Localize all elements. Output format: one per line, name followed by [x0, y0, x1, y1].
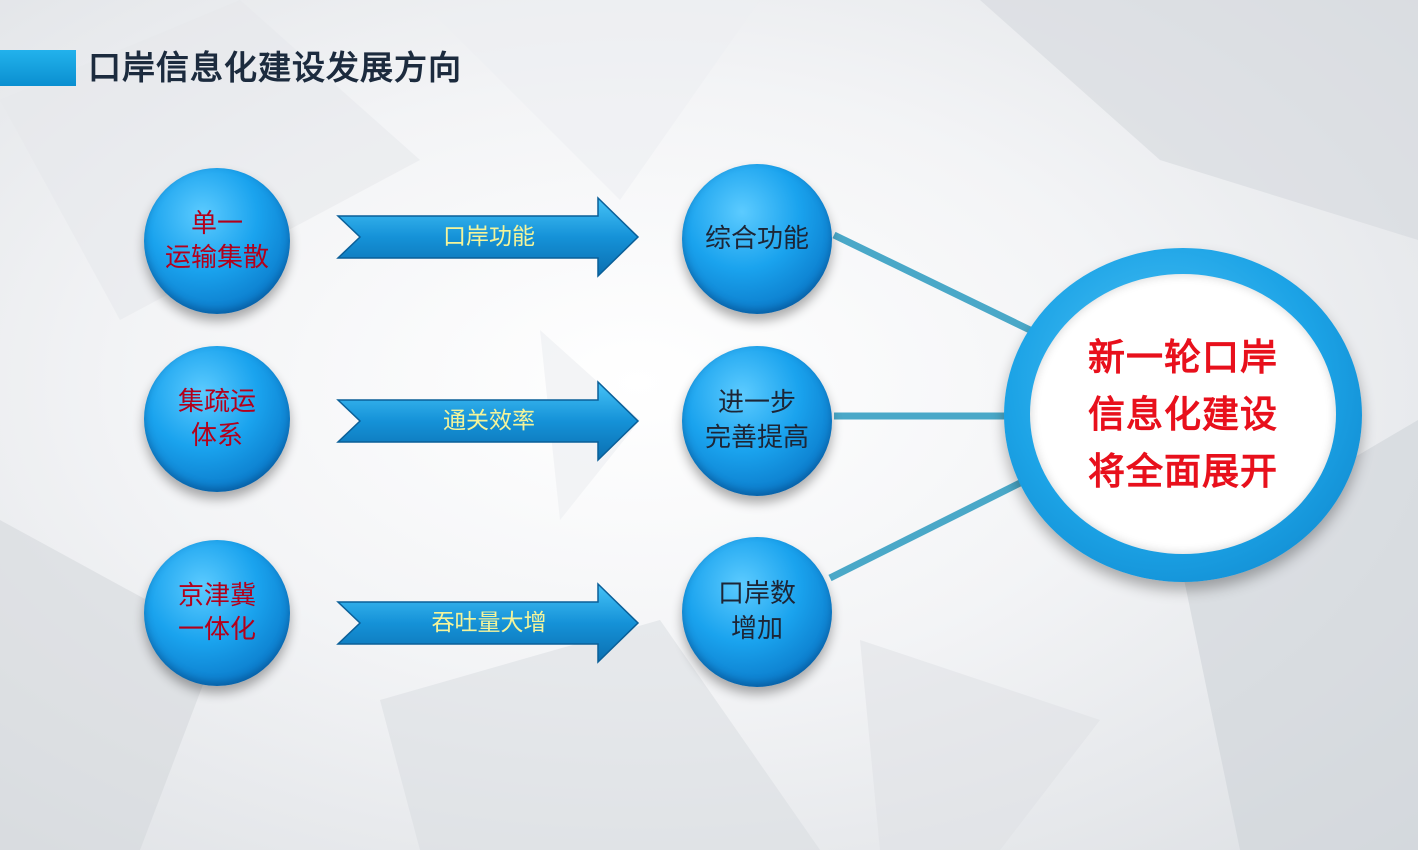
arrow-2-label: 通关效率 — [443, 408, 535, 434]
connector-line-3 — [828, 474, 1032, 582]
arrow-3-label: 吞吐量大增 — [431, 610, 547, 636]
left-circle-2-text: 集疏运 体系 — [177, 387, 256, 451]
connector-line-1 — [832, 231, 1032, 334]
left-circle-2: 集疏运 体系 — [144, 346, 290, 492]
left-circle-1: 单一 运输集散 — [144, 168, 290, 314]
left-circle-3-text: 京津冀 一体化 — [177, 581, 256, 645]
center-circle: 新一轮口岸 信息化建设 将全面展开 — [1030, 274, 1336, 554]
arrow-2 — [336, 380, 640, 462]
arrow-3 — [336, 582, 640, 664]
mid-circle-1: 综合功能 — [682, 164, 832, 314]
mid-circle-3-text: 口岸数 增加 — [717, 579, 796, 644]
mid-circle-2: 进一步 完善提高 — [682, 346, 832, 496]
title-accent-bar — [0, 50, 76, 86]
page-title: 口岸信息化建设发展方向 — [88, 48, 462, 87]
center-circle-text: 新一轮口岸 信息化建设 将全面展开 — [1088, 335, 1278, 493]
mid-circle-1-text: 综合功能 — [704, 223, 809, 254]
arrow-1-label: 口岸功能 — [443, 224, 535, 250]
left-circle-1-text: 单一 运输集散 — [164, 209, 269, 273]
mid-circle-3: 口岸数 增加 — [682, 537, 832, 687]
arrow-1 — [336, 196, 640, 278]
left-circle-3: 京津冀 一体化 — [144, 540, 290, 686]
mid-circle-2-text: 进一步 完善提高 — [704, 388, 809, 453]
